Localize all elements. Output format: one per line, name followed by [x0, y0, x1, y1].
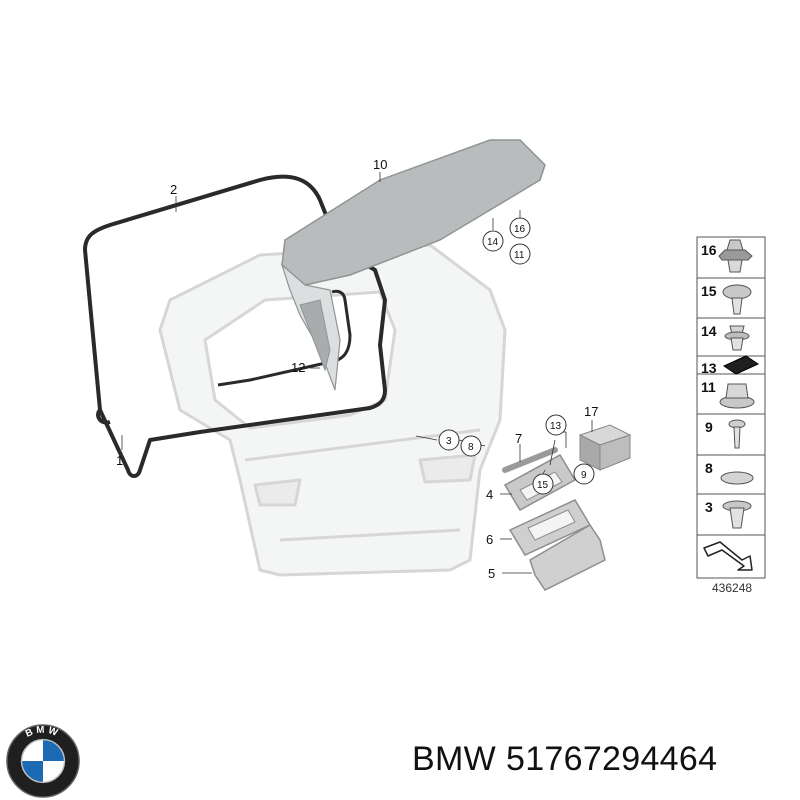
- callout-4: 4: [486, 487, 493, 502]
- spoiler-part-10: [280, 139, 546, 391]
- fastener-legend: 16 15 14 13 11 9 8 3: [696, 236, 766, 595]
- callout-3: 3: [446, 436, 452, 447]
- legend-label-8: 8: [705, 460, 713, 476]
- legend-label-13: 13: [701, 360, 717, 376]
- door-seal-end: [96, 408, 111, 425]
- orientation-arrow-icon: [703, 541, 753, 571]
- callout-17: 17: [584, 404, 598, 419]
- nut-icon: [719, 383, 755, 409]
- callout-9: 9: [581, 470, 587, 481]
- legend-label-15: 15: [701, 283, 717, 299]
- callout-14: 14: [487, 237, 499, 248]
- callout-5: 5: [488, 566, 495, 581]
- circled-callouts: [438, 217, 595, 495]
- legend-label-16: 16: [701, 242, 717, 258]
- callout-7: 7: [515, 431, 522, 446]
- door-seal-part-1: [83, 174, 387, 478]
- logo-lettering: BMW: [24, 725, 62, 740]
- legend-label-14: 14: [701, 323, 717, 339]
- diagram-number: 436248: [712, 581, 752, 595]
- trim-strip-part-7: [502, 447, 558, 473]
- part-number: 51767294464: [506, 740, 718, 778]
- part-caption: BMW 51767294464: [412, 740, 792, 788]
- legend-label-11: 11: [701, 379, 716, 395]
- callout-11: 11: [514, 250, 525, 261]
- box-part-17: [578, 424, 632, 471]
- callout-12: 12: [291, 360, 305, 375]
- callout-10: 10: [373, 157, 387, 172]
- push-clip-icon: [722, 500, 752, 529]
- bmw-logo: BMW: [6, 724, 80, 798]
- brand-name: BMW: [412, 740, 496, 778]
- foam-pad-icon: [722, 355, 760, 375]
- callout-2: 2: [170, 182, 177, 197]
- clip-icon: [718, 239, 753, 273]
- callout-16: 16: [514, 224, 526, 235]
- callout-13: 13: [550, 421, 562, 432]
- bolt-icon: [728, 419, 746, 449]
- leader-lines: [121, 172, 593, 574]
- tailgate-body: [158, 243, 507, 577]
- callout-1: 1: [116, 453, 123, 468]
- screw-icon: [722, 284, 752, 315]
- legend-label-3: 3: [705, 499, 713, 515]
- callout-15: 15: [537, 480, 549, 491]
- rivet-icon: [724, 325, 750, 351]
- legend-label-9: 9: [705, 419, 713, 435]
- washer-icon: [720, 471, 754, 485]
- callout-6: 6: [486, 532, 493, 547]
- callout-8: 8: [468, 442, 474, 453]
- bracket-part-5: [529, 523, 606, 591]
